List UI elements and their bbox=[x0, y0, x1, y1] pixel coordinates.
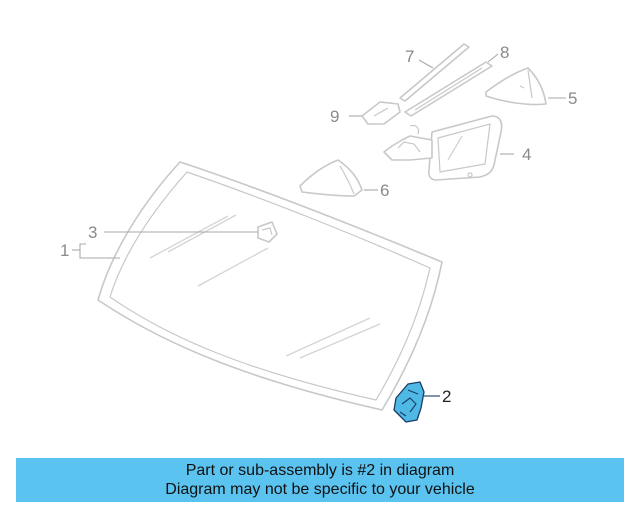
info-banner: Part or sub-assembly is #2 in diagram Di… bbox=[16, 458, 624, 502]
callout-3: 3 bbox=[88, 223, 97, 242]
banner-line-2: Diagram may not be specific to your vehi… bbox=[165, 481, 475, 498]
callout-4: 4 bbox=[522, 145, 531, 164]
trim-strip-lower-part bbox=[404, 61, 493, 117]
cover-part bbox=[485, 67, 547, 106]
clip-part bbox=[361, 101, 401, 125]
callout-6: 6 bbox=[380, 181, 389, 200]
mirror-cover-part bbox=[299, 159, 363, 197]
banner-line-1: Part or sub-assembly is #2 in diagram bbox=[185, 462, 455, 479]
callout-7: 7 bbox=[405, 47, 414, 66]
callout-2: 2 bbox=[442, 387, 451, 406]
callout-5: 5 bbox=[568, 89, 577, 108]
mirror-mount-part bbox=[257, 221, 278, 243]
callout-8: 8 bbox=[500, 43, 509, 62]
rear-view-mirror-part bbox=[383, 115, 503, 181]
callout-leaders bbox=[72, 53, 566, 397]
windshield-part bbox=[97, 161, 443, 411]
trim-strip-upper-part bbox=[399, 43, 470, 102]
callout-1: 1 bbox=[60, 241, 69, 260]
callout-9: 9 bbox=[330, 107, 339, 126]
part-2-highlighted bbox=[393, 381, 425, 423]
